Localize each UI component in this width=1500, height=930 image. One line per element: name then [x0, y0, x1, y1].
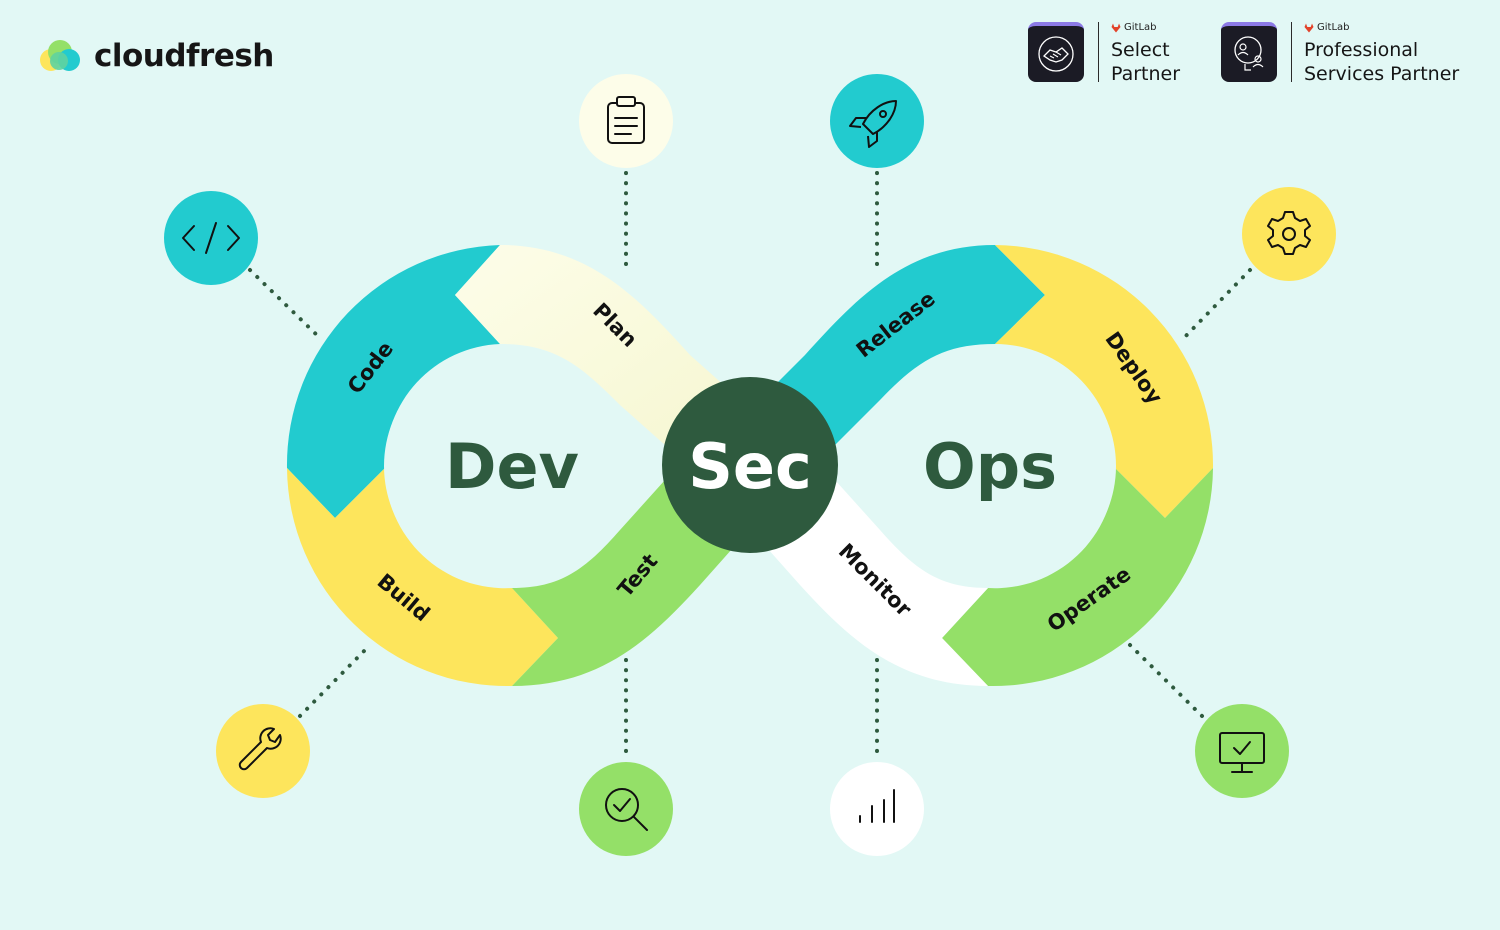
search-check-icon: [579, 762, 673, 856]
gitlab-label: GitLab: [1111, 23, 1180, 33]
stage-band-operate: [942, 468, 1213, 687]
code-brackets-icon: [164, 191, 258, 285]
stage-band-monitor: [760, 480, 988, 686]
handshake-icon: [1028, 22, 1084, 82]
gear-icon: [1242, 187, 1336, 281]
gitlab-fox-icon: [1111, 23, 1121, 33]
badge-title: Professional Services Partner: [1304, 39, 1460, 85]
rocket-icon: [830, 74, 924, 168]
stage-band-deploy: [995, 245, 1214, 518]
center-word-sec: Sec: [688, 430, 811, 503]
stage-band-code: [286, 245, 500, 518]
right-loop: [760, 245, 1214, 687]
clipboard-icon: [579, 74, 673, 168]
left-loop-hole: [384, 348, 620, 584]
cloud-logo-icon: [38, 38, 82, 74]
stage-band-build: [287, 468, 558, 687]
badge-title: Select Partner: [1111, 39, 1181, 85]
bar-chart-icon: [830, 762, 924, 856]
stage-band-release: [765, 245, 1045, 445]
right-loop-hole: [880, 348, 1116, 584]
gitlab-fox-icon: [1304, 23, 1314, 33]
gitlab-label: GitLab: [1304, 23, 1459, 33]
sec-circle: [662, 377, 838, 553]
badge-divider: [1291, 22, 1292, 82]
gitlab-select-partner-badge: GitLab Select Partner: [1028, 22, 1180, 86]
center-word-ops: Ops: [923, 430, 1057, 503]
gitlab-professional-services-partner-badge: GitLab Professional Services Partner: [1221, 22, 1459, 86]
people-support-icon: [1221, 22, 1277, 82]
connectors: [248, 171, 1252, 762]
brand-name: cloudfresh: [94, 38, 274, 74]
stage-band-test: [512, 480, 740, 686]
left-loop: [286, 245, 740, 687]
monitor-check-icon: [1195, 704, 1289, 798]
wrench-icon: [216, 704, 310, 798]
badge-divider: [1098, 22, 1099, 82]
center-word-dev: Dev: [445, 430, 579, 503]
brand-logo: cloudfresh: [38, 38, 274, 74]
stage-band-plan: [455, 245, 735, 445]
